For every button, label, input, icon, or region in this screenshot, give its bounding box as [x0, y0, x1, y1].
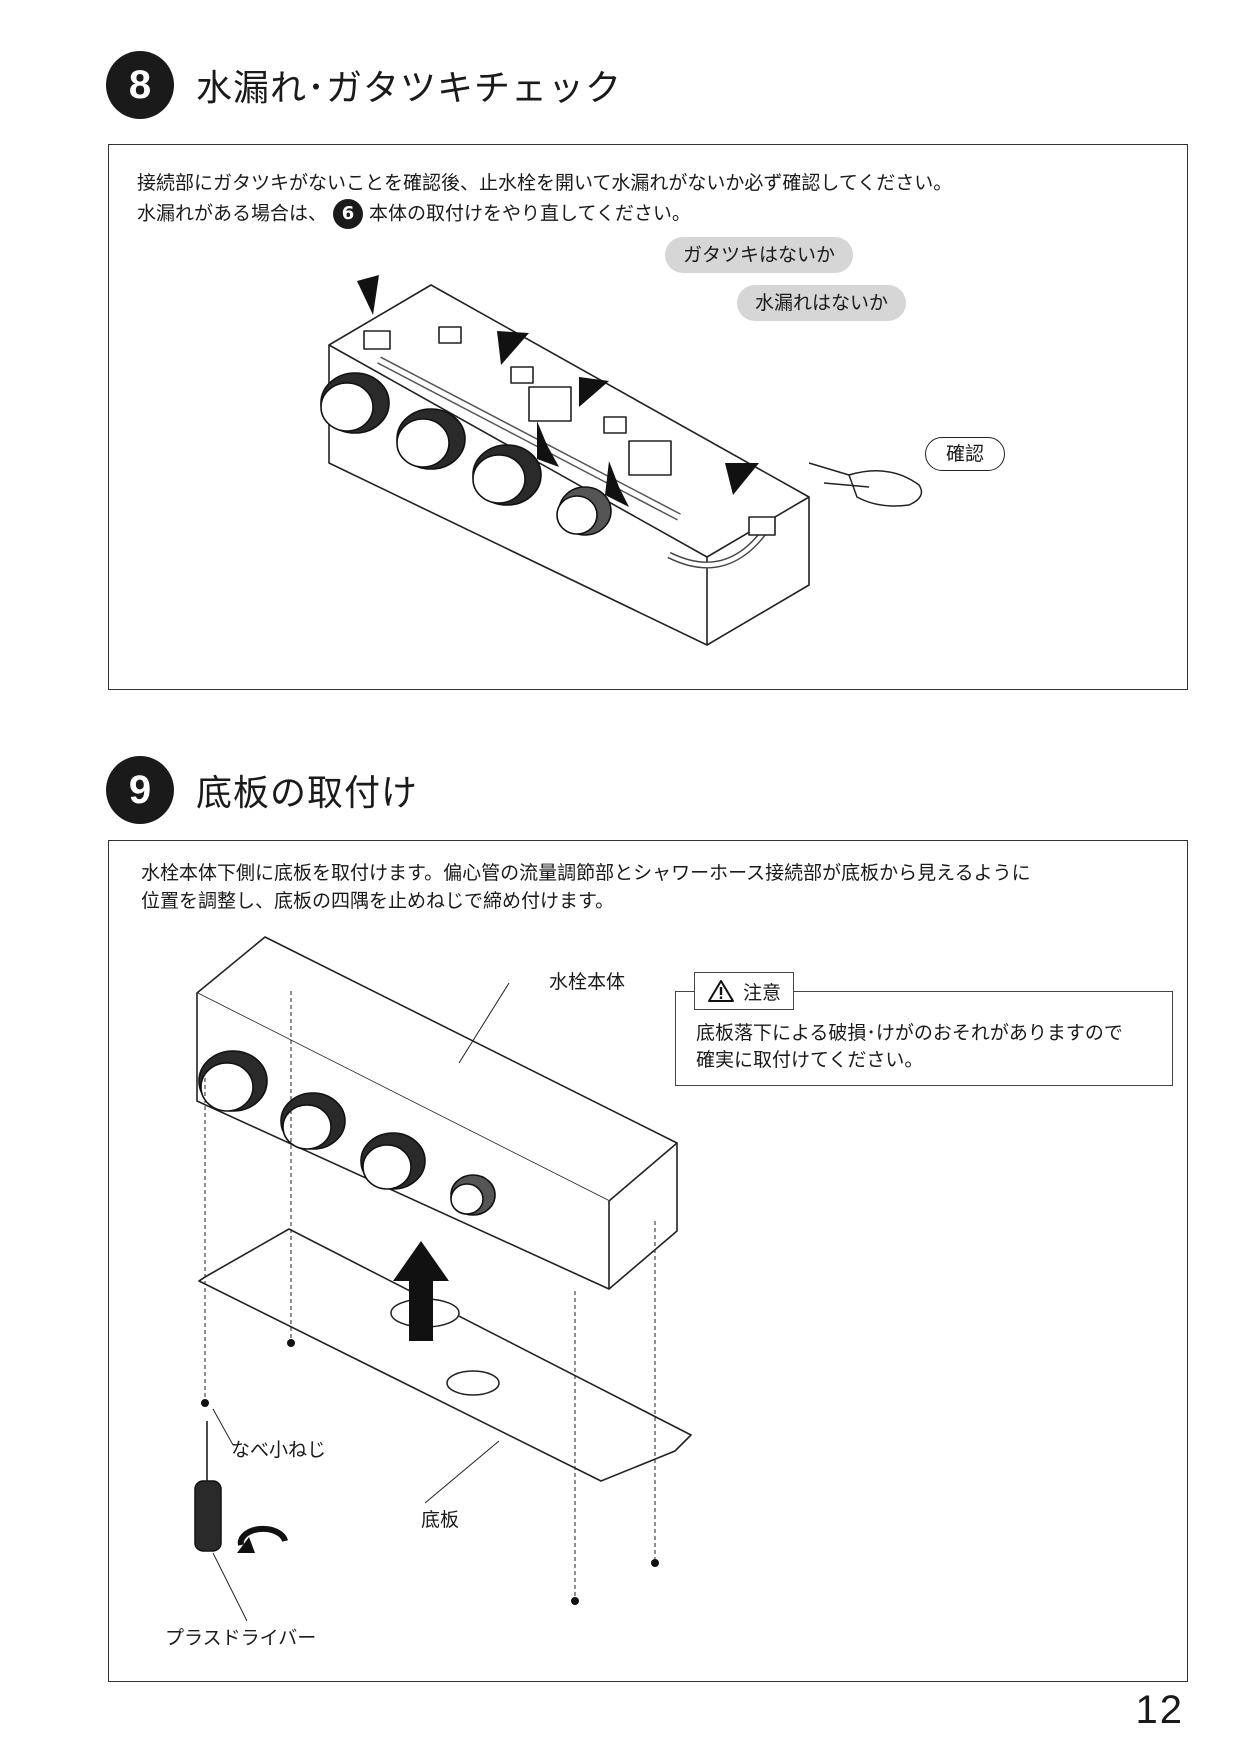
confirm-tag: 確認 — [925, 437, 1006, 471]
step-8-panel: 接続部にガタツキがないことを確認後、止水栓を開いて水漏れがないか必ず確認してくだ… — [108, 144, 1188, 690]
step-9-header: 9 底板の取付け — [106, 756, 418, 824]
desc-line: 位置を調整し、底板の四隅を止めねじで締め付けます。 — [141, 890, 615, 912]
step-8-header: 8 水漏れ･ガタツキチェック — [106, 51, 622, 119]
faucet-body-label: 水栓本体 — [549, 971, 626, 993]
caution-line: 底板落下による破損･けがのおそれがありますので — [696, 1022, 1123, 1044]
step-8-description: 接続部にガタツキがないことを確認後、止水栓を開いて水漏れがないか必ず確認してくだ… — [137, 169, 952, 229]
step-number: 8 — [106, 51, 174, 119]
base-plate-illustration — [194, 936, 692, 1622]
warning-icon — [708, 980, 734, 1002]
leak-check-bubble: 水漏れはないか — [737, 285, 907, 321]
step-title: 底板の取付け — [196, 773, 419, 814]
caution-box: 注意 底板落下による破損･けがのおそれがありますので 確実に取付けてください。 — [675, 972, 1173, 1086]
step-9-panel: 水栓本体下側に底板を取付けます。偏心管の流量調節部とシャワーホース接続部が底板か… — [108, 840, 1188, 1682]
step-9-description: 水栓本体下側に底板を取付けます。偏心管の流量調節部とシャワーホース接続部が底板か… — [141, 859, 1031, 915]
caution-text: 底板落下による破損･けがのおそれがありますので 確実に取付けてください。 — [696, 1020, 1123, 1074]
desc-text: 水漏れがある場合は、 — [137, 202, 328, 225]
screwdriver-label: プラスドライバー — [165, 1627, 317, 1649]
pan-screw-label: なべ小ねじ — [231, 1439, 327, 1461]
step-number: 9 — [106, 756, 174, 824]
step-reference: 6 — [333, 199, 364, 229]
rattle-check-bubble: ガタツキはないか — [665, 237, 854, 273]
caution-header: 注意 — [694, 972, 795, 1010]
step-title: 水漏れ･ガタツキチェック — [196, 68, 623, 109]
leak-check-illustration — [320, 275, 923, 646]
base-plate-label: 底板 — [421, 1509, 460, 1531]
desc-line: 水栓本体下側に底板を取付けます。偏心管の流量調節部とシャワーホース接続部が底板か… — [141, 862, 1031, 884]
desc-text: 本体の取付けをやり直してください。 — [369, 202, 691, 225]
caution-title: 注意 — [743, 981, 782, 1004]
desc-line: 接続部にガタツキがないことを確認後、止水栓を開いて水漏れがないか必ず確認してくだ… — [137, 172, 953, 194]
page-number: 12 — [1135, 1688, 1184, 1732]
caution-line: 確実に取付けてください。 — [696, 1049, 924, 1071]
